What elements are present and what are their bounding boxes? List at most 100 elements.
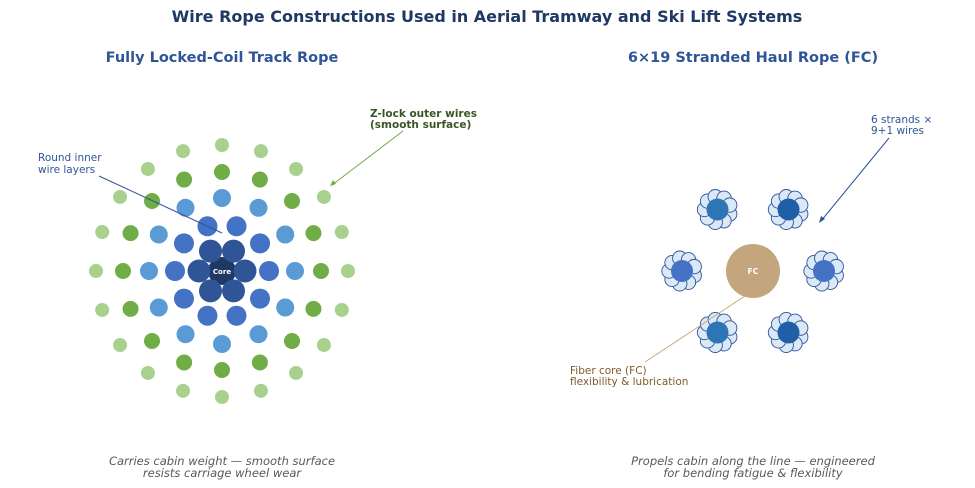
locked-coil-cross-section: Core	[89, 138, 355, 404]
layer5-wire	[253, 144, 268, 159]
layer5-wire	[316, 338, 331, 353]
layer5-wire	[89, 264, 103, 278]
inner-layers-leader-line	[98, 175, 223, 234]
layer3-wire	[149, 298, 168, 317]
layer1-wire	[222, 239, 245, 263]
layer4-wire	[176, 171, 193, 188]
strands-label-line2: 9+1 wires	[871, 125, 924, 137]
layer2-wire	[259, 261, 279, 281]
layer5-wire	[316, 189, 331, 204]
zlock-label-line1: Z-lock outer wires	[370, 108, 477, 120]
fiber-core	[726, 244, 780, 298]
right-caption-line1: Propels cabin along the line — engineere…	[631, 454, 875, 468]
inner-layers-label-line1: Round inner	[38, 152, 102, 164]
layer5-wire	[176, 144, 191, 159]
inner-layers-label-line2: wire layers	[38, 164, 95, 176]
right-caption-line2: for bending fatigue & flexibility	[663, 466, 843, 480]
main-title: Wire Rope Constructions Used in Aerial T…	[172, 7, 803, 26]
layer1-wire	[199, 279, 222, 303]
layer4-wire	[284, 333, 300, 349]
strand	[767, 312, 809, 353]
layer5-wire	[289, 162, 304, 177]
layer5-wire	[334, 225, 349, 240]
left-caption-line2: resists carriage wheel wear	[143, 466, 302, 480]
strand	[696, 312, 738, 353]
haul-rope-heading: 6×19 Stranded Haul Rope (FC)	[628, 50, 878, 66]
layer5-wire	[253, 383, 268, 398]
layer4-wire	[214, 362, 230, 378]
layer2-wire	[173, 288, 194, 309]
layer4-wire	[251, 171, 268, 188]
fiber-core-label-line1: Fiber core (FC)	[570, 365, 647, 377]
strand-center-wire	[706, 198, 729, 221]
layer3-wire	[213, 335, 231, 353]
fiber-core-label-line2: flexibility & lubrication	[570, 376, 688, 388]
layer5-wire	[176, 383, 191, 398]
left-caption-line1: Carries cabin weight — smooth surface	[109, 454, 335, 468]
layer2-wire	[165, 261, 185, 281]
layer3-wire	[276, 225, 295, 244]
layer2-wire	[173, 233, 194, 254]
layer2-wire	[226, 305, 247, 326]
layer5-wire	[215, 138, 229, 152]
layer2-wire	[250, 233, 271, 254]
layer5-wire	[334, 302, 349, 317]
strand-center-wire	[777, 321, 800, 344]
fiber-core-leader-line	[644, 295, 746, 363]
core-label: Core	[213, 268, 231, 276]
layer4-wire	[115, 263, 131, 279]
strand	[696, 189, 738, 230]
layer5-wire	[113, 189, 128, 204]
layer4-wire	[305, 225, 322, 242]
locked-coil-heading: Fully Locked-Coil Track Rope	[106, 50, 339, 66]
strand	[661, 250, 702, 292]
strands-arrowhead	[819, 216, 825, 223]
strands-leader-line	[820, 137, 890, 222]
fiber-core-label: FC	[748, 267, 759, 276]
layer4-wire	[144, 333, 160, 349]
strand-center-wire	[706, 321, 729, 344]
layer5-wire	[215, 390, 229, 404]
layer1-wire	[222, 279, 245, 303]
layer3-wire	[276, 298, 295, 317]
haul-rope-cross-section: FC	[661, 189, 844, 353]
core-wire	[208, 257, 236, 285]
layer3-wire	[213, 189, 231, 207]
strand	[767, 189, 809, 230]
layer4-wire	[251, 354, 268, 371]
layer5-wire	[95, 225, 110, 240]
strand-center-wire	[813, 260, 835, 282]
layer4-wire	[122, 225, 139, 242]
layer1-wire	[187, 259, 211, 283]
layer4-wire	[214, 164, 230, 180]
layer4-wire	[313, 263, 329, 279]
layer1-wire	[233, 259, 257, 283]
layer3-wire	[249, 198, 268, 217]
layer2-wire	[250, 288, 271, 309]
layer3-wire	[176, 198, 195, 217]
layer4-wire	[176, 354, 193, 371]
strand-center-wire	[671, 260, 693, 282]
layer5-wire	[341, 264, 355, 278]
strand	[803, 250, 844, 292]
layer3-wire	[286, 262, 304, 280]
layer5-wire	[140, 365, 155, 380]
layer4-wire	[284, 193, 300, 209]
zlock-arrowhead	[330, 180, 336, 186]
zlock-leader-line	[331, 130, 404, 186]
zlock-label-line2: (smooth surface)	[370, 119, 471, 131]
layer3-wire	[149, 225, 168, 244]
layer5-wire	[140, 162, 155, 177]
layer3-wire	[140, 262, 158, 280]
layer4-wire	[305, 300, 322, 317]
layer3-wire	[249, 325, 268, 344]
layer1-wire	[199, 239, 222, 263]
layer5-wire	[289, 365, 304, 380]
layer2-wire	[226, 216, 247, 237]
layer2-wire	[197, 305, 218, 326]
layer5-wire	[95, 302, 110, 317]
layer3-wire	[176, 325, 195, 344]
strand-center-wire	[777, 198, 800, 221]
strands-label-line1: 6 strands ×	[871, 114, 932, 126]
